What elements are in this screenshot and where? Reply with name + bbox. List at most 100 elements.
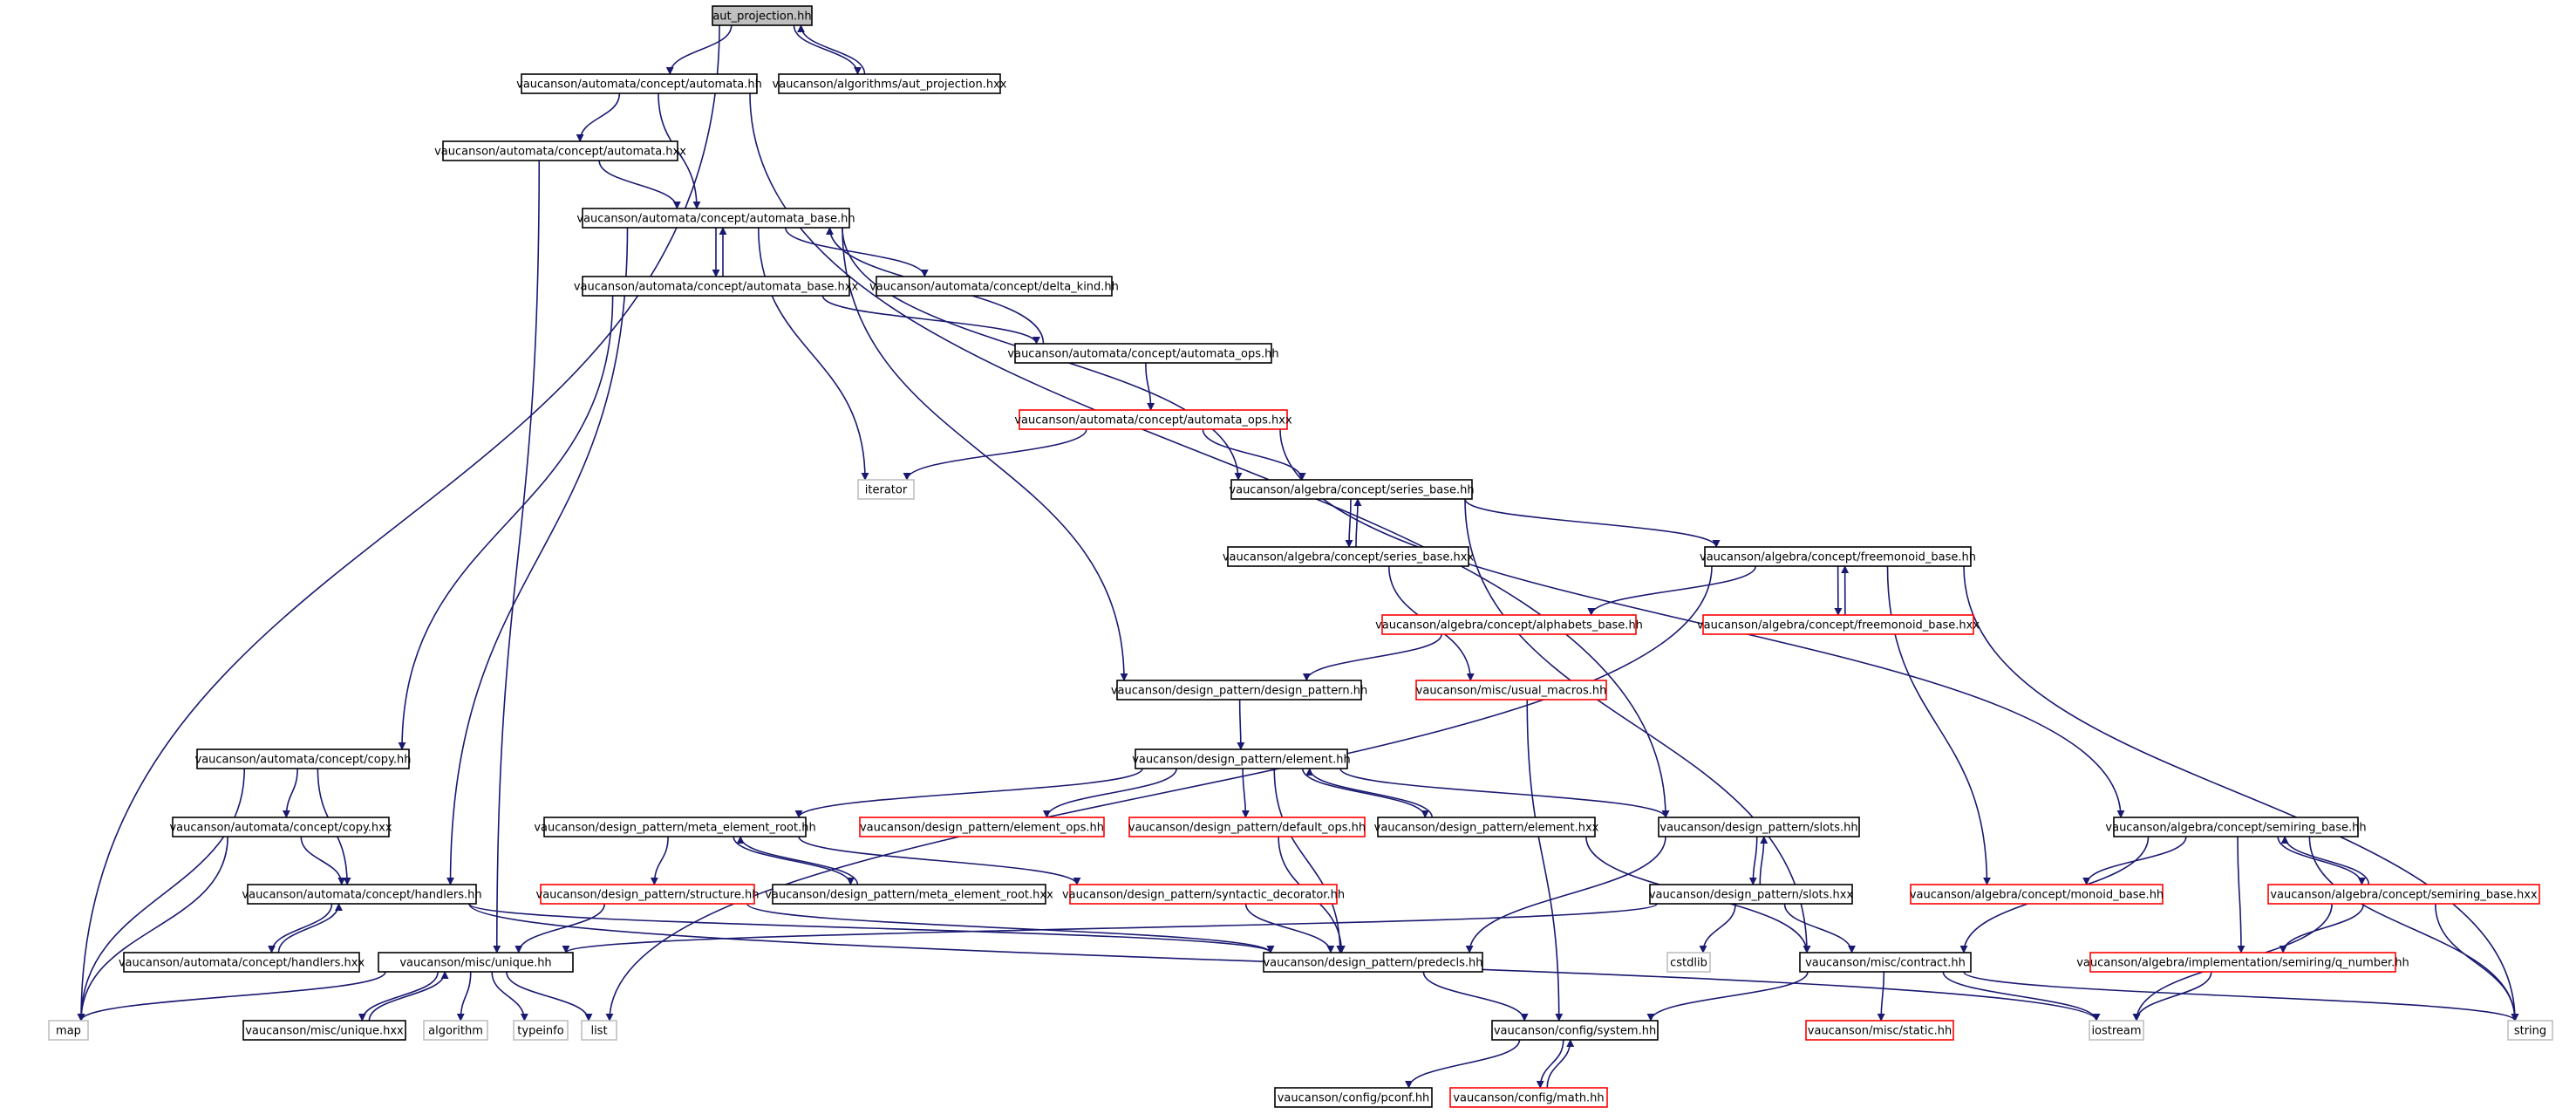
edge-semiring_base_hxx-to-semiring_base_hh	[2280, 836, 2370, 885]
node-freemonoid-base-hh[interactable]: vaucanson/algebra/concept/freemonoid_bas…	[1700, 546, 1976, 567]
node-box	[378, 952, 574, 973]
node-label: vaucanson/config/pconf.hh	[1278, 1092, 1430, 1105]
node-alphabets-base-hh[interactable]: vaucanson/algebra/concept/alphabets_base…	[1375, 614, 1643, 635]
node-label: vaucanson/automata/concept/automata_base…	[576, 213, 855, 226]
node-label: vaucanson/design_pattern/slots.hh	[1659, 822, 1857, 835]
edge-automata_hh-to-automata_hxx	[576, 92, 621, 142]
node-box	[1069, 884, 1338, 905]
node-element-hxx[interactable]: vaucanson/design_pattern/element.hxx	[1374, 817, 1599, 837]
node-slots-hxx[interactable]: vaucanson/design_pattern/slots.hxx	[1649, 884, 1854, 905]
node-box	[1128, 817, 1366, 837]
node-label: vaucanson/design_pattern/default_ops.hh	[1128, 822, 1366, 835]
node-automata-hxx[interactable]: vaucanson/automata/concept/automata.hxx	[434, 140, 686, 161]
node-handlers-hh[interactable]: vaucanson/automata/concept/handlers.hh	[242, 884, 482, 905]
node-contract-hh[interactable]: vaucanson/misc/contract.hh	[1799, 952, 1972, 973]
edge-root-to-map	[77, 24, 720, 1022]
node-label: iterator	[865, 484, 908, 497]
edge-unique_hh-to-typeinfo	[491, 971, 528, 1022]
node-element-hh[interactable]: vaucanson/design_pattern/element.hh	[1132, 748, 1351, 769]
node-box	[242, 1020, 406, 1041]
node-label: vaucanson/automata/concept/automata_base…	[574, 281, 859, 294]
node-design-pattern-hh[interactable]: vaucanson/design_pattern/design_pattern.…	[1111, 680, 1367, 701]
edge-copy_hh-to-map	[77, 768, 246, 1022]
node-box	[1666, 952, 1711, 973]
nodes-layer: aut_projection.hhvaucanson/algorithms/au…	[48, 5, 2553, 1108]
edge-automata_hxx-to-unique_hh	[493, 160, 541, 953]
node-element-ops-hh[interactable]: vaucanson/design_pattern/element_ops.hh	[859, 817, 1105, 837]
node-box	[1449, 1087, 1608, 1108]
node-box	[48, 1020, 89, 1041]
node-series-base-hxx[interactable]: vaucanson/algebra/concept/series_base.hx…	[1223, 546, 1475, 567]
node-monoid-base-hh[interactable]: vaucanson/algebra/concept/monoid_base.hh	[1910, 884, 2164, 905]
edge-meta_element_root_hh-to-meta_element_root_hxx	[733, 836, 855, 885]
node-math-hh[interactable]: vaucanson/config/math.hh	[1449, 1087, 1608, 1108]
node-semiring-base-hxx[interactable]: vaucanson/algebra/concept/semiring_base.…	[2267, 884, 2540, 905]
node-box	[1649, 884, 1853, 905]
node-label: cstdlib	[1670, 957, 1707, 970]
node-freemonoid-base-hxx[interactable]: vaucanson/algebra/concept/freemonoid_bas…	[1697, 614, 1980, 635]
node-box	[1702, 614, 1974, 635]
node-series-base-hh[interactable]: vaucanson/algebra/concept/series_base.hh	[1229, 479, 1475, 500]
node-slots-hh[interactable]: vaucanson/design_pattern/slots.hh	[1658, 817, 1860, 837]
edge-structure_hh-to-unique_hh	[515, 903, 606, 953]
node-label: vaucanson/algorithms/aut_projection.hxx	[773, 79, 1007, 92]
edge-slots_hxx-to-contract_hh	[1783, 903, 1856, 953]
edge-copy_hxx-to-handlers_hh	[300, 836, 346, 885]
node-string: string	[2507, 1020, 2553, 1041]
node-box	[582, 276, 850, 297]
node-box	[1381, 614, 1637, 635]
node-automata-ops-hh[interactable]: vaucanson/automata/concept/automata_ops.…	[1007, 343, 1279, 364]
node-automata-ops-hxx[interactable]: vaucanson/automata/concept/automata_ops.…	[1014, 409, 1292, 430]
edge-semiring_base_hh-to-q_number_hh	[2237, 836, 2245, 953]
edge-math_hh-to-system_hh	[1546, 1039, 1575, 1089]
node-q-number-hh[interactable]: vaucanson/algebra/implementation/semirin…	[2076, 952, 2409, 973]
node-label: vaucanson/design_pattern/syntactic_decor…	[1062, 889, 1345, 902]
edge-element_hh-to-meta_element_root_hh	[794, 768, 1143, 818]
node-default-ops-hh[interactable]: vaucanson/design_pattern/default_ops.hh	[1128, 817, 1366, 837]
node-aut-projection-hxx[interactable]: vaucanson/algorithms/aut_projection.hxx	[773, 73, 1007, 94]
edge-automata_ops_hxx-to-iterator	[903, 428, 1087, 481]
node-label: algorithm	[428, 1025, 483, 1038]
node-box	[1799, 952, 1972, 973]
node-copy-hxx[interactable]: vaucanson/automata/concept/copy.hxx	[169, 817, 392, 837]
node-box	[1491, 1020, 1659, 1041]
node-predecls-hh[interactable]: vaucanson/design_pattern/predecls.hh	[1263, 952, 1483, 973]
node-semiring-base-hh[interactable]: vaucanson/algebra/concept/semiring_base.…	[2105, 817, 2367, 837]
edge-handlers_hh-to-handlers_hxx	[268, 903, 333, 953]
node-system-hh[interactable]: vaucanson/config/system.hh	[1491, 1020, 1659, 1041]
edge-usual_macros_hh-to-system_hh	[1526, 699, 1564, 1022]
node-copy-hh[interactable]: vaucanson/automata/concept/copy.hh	[195, 748, 412, 769]
edge-system_hh-to-math_hh	[1536, 1039, 1564, 1089]
node-box	[442, 140, 678, 161]
node-delta-kind-hh[interactable]: vaucanson/automata/concept/delta_kind.hh	[869, 276, 1119, 297]
node-label: vaucanson/design_pattern/element_ops.hh	[860, 822, 1104, 835]
node-meta-element-root-hh[interactable]: vaucanson/design_pattern/meta_element_ro…	[534, 817, 816, 837]
node-usual-macros-hh[interactable]: vaucanson/misc/usual_macros.hh	[1415, 680, 1607, 701]
edge-element_hh-to-predecls_hh	[1273, 768, 1345, 953]
node-box	[196, 748, 410, 769]
node-pconf-hh[interactable]: vaucanson/config/pconf.hh	[1274, 1087, 1433, 1108]
node-cstdlib: cstdlib	[1666, 952, 1711, 973]
node-unique-hh[interactable]: vaucanson/misc/unique.hh	[378, 952, 574, 973]
node-map: map	[48, 1020, 89, 1041]
node-label: vaucanson/automata/concept/handlers.hh	[242, 889, 481, 902]
node-box	[1805, 1020, 1954, 1041]
node-label: vaucanson/design_pattern/predecls.hh	[1263, 957, 1482, 970]
node-structure-hh[interactable]: vaucanson/design_pattern/structure.hh	[536, 884, 760, 905]
edge-semiring_base_hxx-to-string	[2434, 903, 2519, 1022]
node-automata-base-hxx[interactable]: vaucanson/automata/concept/automata_base…	[574, 276, 859, 297]
node-automata-hh[interactable]: vaucanson/automata/concept/automata.hh	[516, 73, 762, 94]
node-meta-element-root-hxx[interactable]: vaucanson/design_pattern/meta_element_ro…	[765, 884, 1053, 905]
node-label: vaucanson/automata/concept/copy.hxx	[169, 822, 392, 835]
node-syntactic-decorator-hh[interactable]: vaucanson/design_pattern/syntactic_decor…	[1062, 884, 1345, 905]
node-automata-base-hh[interactable]: vaucanson/automata/concept/automata_base…	[576, 208, 855, 229]
node-static-hh[interactable]: vaucanson/misc/static.hh	[1805, 1020, 1954, 1041]
node-box	[772, 884, 1046, 905]
edge-automata_base_hxx-to-copy_hh	[398, 295, 614, 750]
edge-element_hh-to-default_ops_hh	[1241, 768, 1250, 818]
edge-root-to-aut_projection_hxx	[793, 24, 862, 75]
edge-structure_hh-to-predecls_hh	[746, 903, 1275, 953]
node-handlers-hxx[interactable]: vaucanson/automata/concept/handlers.hxx	[119, 952, 365, 973]
node-unique-hxx[interactable]: vaucanson/misc/unique.hxx	[242, 1020, 406, 1041]
